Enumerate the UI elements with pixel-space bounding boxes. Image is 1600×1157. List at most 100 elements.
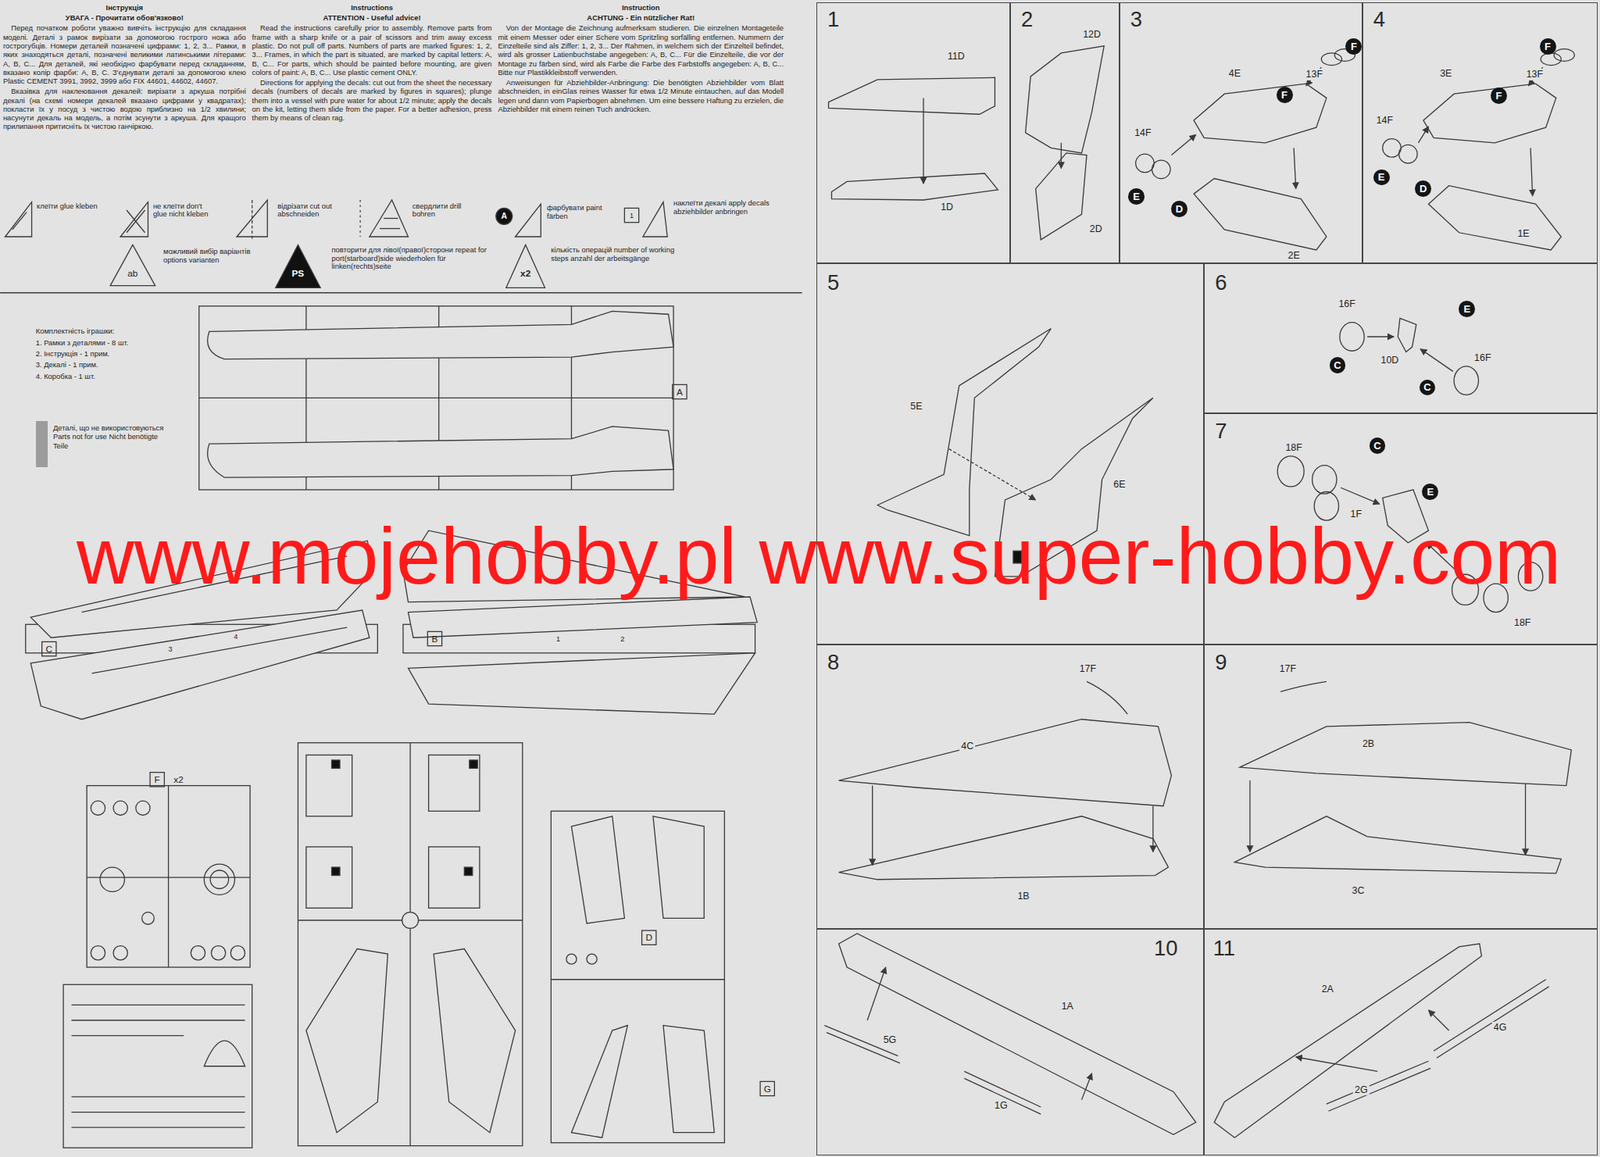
sprue-number: 4 <box>233 632 238 642</box>
part-number: 2E <box>1286 249 1302 261</box>
paint-letter: C <box>1373 440 1381 451</box>
sprue-letter: A <box>676 386 683 398</box>
step-panel: 9 <box>1203 644 1598 929</box>
sprue-drawing <box>25 306 775 1148</box>
sprue-number: 3 <box>168 644 173 654</box>
part-number: 16F <box>1336 298 1357 310</box>
paint-letter: C <box>1423 382 1431 393</box>
symbol-caption: повторити для лівої(правої)сторони repea… <box>331 246 500 272</box>
step-panel: 11 <box>1203 928 1598 1156</box>
contents-line: 1. Рамки з деталями - 8 шт. <box>35 339 129 348</box>
step-panel: 8 <box>816 644 1204 929</box>
paint-letter: E <box>1464 303 1472 315</box>
paint-marker: E <box>1128 188 1145 205</box>
part-number: 1E <box>1516 228 1532 240</box>
symbol-caption: клеїти glue kleben <box>36 202 98 211</box>
sprue-letter: G <box>764 1083 772 1095</box>
part-number: 14F <box>1132 127 1153 139</box>
part-number: 5E <box>908 400 924 412</box>
step-number: 9 <box>1214 651 1227 673</box>
symbol-mark: PS <box>292 267 305 279</box>
paint-marker: F <box>1490 87 1508 104</box>
part-number: 16F <box>1472 352 1493 364</box>
paint-letter: C <box>1333 360 1341 371</box>
watermark: www.mojehobby.pl www.super-hobby.com <box>76 516 1561 597</box>
paint-marker: F <box>1345 38 1362 55</box>
symbol-caption: відрізати cut out abschneiden <box>277 202 341 220</box>
step-number: 4 <box>1373 8 1386 30</box>
paint-marker: E <box>1421 483 1439 500</box>
step-panel: 10 <box>816 928 1204 1156</box>
symbol-caption: можливий вибір варіантів options variant… <box>163 247 276 265</box>
symbol-mark: A <box>500 211 508 222</box>
step-number: 7 <box>1214 420 1227 442</box>
paint-marker: D <box>1414 180 1432 197</box>
part-number: 2A <box>1320 982 1336 994</box>
paint-letter: F <box>1495 90 1502 101</box>
text-paragraph: Read the instructions carefully prior to… <box>252 23 493 77</box>
sprue-number: 2 <box>620 634 625 643</box>
sprue-letter: D <box>645 932 653 944</box>
symbol-mark: x2 <box>520 267 531 279</box>
paint-letter: D <box>1175 203 1183 215</box>
paint-marker: F <box>1276 86 1293 104</box>
step-panel: 4F F E D <box>1362 2 1599 264</box>
paint-marker: C <box>1419 379 1436 397</box>
paint-letter: F <box>1544 41 1551 52</box>
text-column: InstructionACHTUNG - Ein nützlicher Rat!… <box>497 3 784 115</box>
contents-line: 4. Коробка - 1 шт. <box>35 372 96 382</box>
step-panel: 3FFED <box>1119 2 1363 264</box>
text-heading: Інструкція <box>3 3 247 12</box>
part-number: 4E <box>1227 67 1243 79</box>
part-number: 17F <box>1078 662 1098 674</box>
part-number: 13F <box>1304 68 1325 80</box>
symbol-caption: наклеїти декалі apply decals abziehbilde… <box>673 199 798 217</box>
text-heading: УВАГА - Прочитати обов'язково! <box>3 13 247 22</box>
paint-letter: E <box>1378 171 1386 183</box>
sprue-number: 1 <box>556 634 561 643</box>
text-heading: ATTENTION - Useful advice! <box>252 13 493 22</box>
paint-marker: D <box>1171 200 1188 218</box>
part-number: 5G <box>882 1034 898 1046</box>
paint-marker: E <box>1458 300 1475 318</box>
paint-letter: D <box>1419 183 1427 194</box>
part-number: 1B <box>1016 890 1032 902</box>
paint-letter: F <box>1281 89 1288 100</box>
step-number: 5 <box>827 271 840 293</box>
step-number: 11 <box>1213 937 1236 959</box>
part-number: 11D <box>946 50 967 62</box>
part-number: 3E <box>1438 67 1454 79</box>
symbol-mark: 1 <box>629 210 634 220</box>
part-number: 2G <box>1353 1084 1369 1096</box>
part-number: 2D <box>1088 222 1104 234</box>
step-panel: 1 <box>816 2 1011 264</box>
text-heading: Instructions <box>252 3 493 12</box>
text-column: ІнструкціяУВАГА - Прочитати обов'язково!… <box>3 3 247 133</box>
part-number: 4C <box>959 740 975 752</box>
text-column: InstructionsATTENTION - Useful advice!Re… <box>252 3 493 124</box>
legend-swatch <box>35 421 49 468</box>
text-paragraph: Anweisungen für Abziehbilder-Anbringung:… <box>497 78 784 114</box>
part-number: 13F <box>1525 68 1545 80</box>
text-heading: Instruction <box>497 3 784 12</box>
part-number: 1D <box>939 201 955 213</box>
part-number: 10D <box>1379 354 1401 366</box>
paint-letter: E <box>1427 486 1435 497</box>
sprue-letter: x2 <box>173 774 183 786</box>
symbol-mark: ab <box>127 267 138 279</box>
sprue-letter: C <box>45 643 53 655</box>
part-number: 4G <box>1492 1021 1508 1033</box>
part-number: 18F <box>1512 617 1533 629</box>
part-number: 1G <box>992 1099 1009 1111</box>
part-number: 17F <box>1278 662 1298 674</box>
symbol-caption: свердлити drill bohren <box>412 202 472 220</box>
part-number: 1F <box>1349 508 1364 520</box>
part-number: 2B <box>1360 738 1376 750</box>
symbol-caption: не клеїти don't glue nicht kleben <box>153 202 217 220</box>
contents-line: Комплектність іграшки: <box>35 327 115 336</box>
step-number: 1 <box>827 8 840 30</box>
text-heading: ACHTUNG - Ein nützlicher Rat! <box>497 13 784 22</box>
text-paragraph: Von der Montage die Zeichnung aufmerksam… <box>497 23 784 77</box>
step-number: 2 <box>1021 8 1033 30</box>
step-number: 10 <box>1153 937 1178 959</box>
